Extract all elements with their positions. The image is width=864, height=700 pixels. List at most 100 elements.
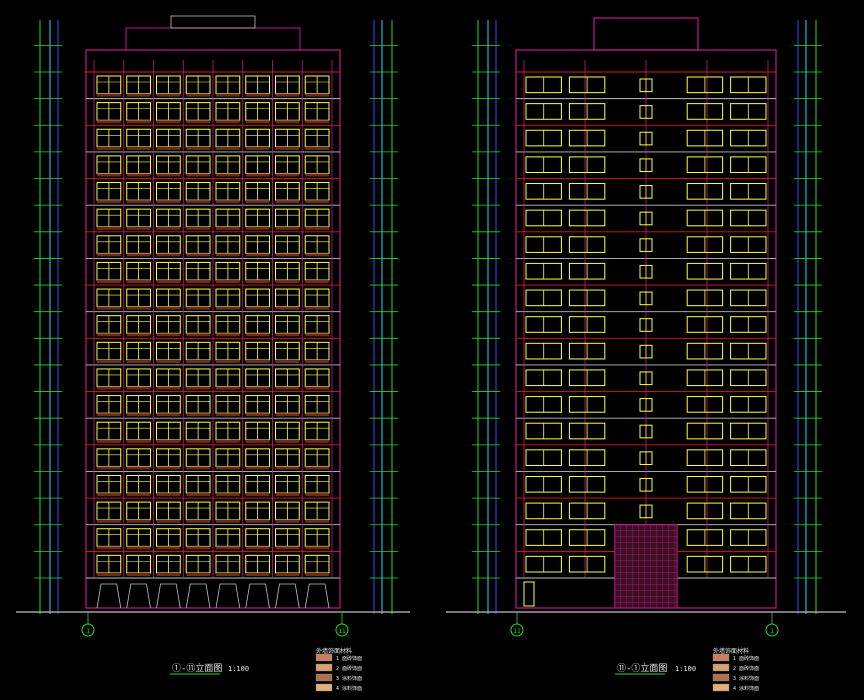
balcony-rail bbox=[156, 573, 181, 576]
balcony-rail bbox=[305, 280, 329, 284]
balcony-rail bbox=[245, 306, 270, 310]
balcony-rail bbox=[245, 146, 270, 150]
balcony-rail bbox=[275, 280, 300, 284]
ground-opening bbox=[304, 583, 330, 609]
balcony-rail bbox=[216, 493, 240, 497]
balcony-rail bbox=[156, 546, 181, 550]
balcony-rail bbox=[305, 573, 329, 576]
elevation-left-title: ①-⑪立面图 1:100 bbox=[170, 662, 249, 675]
balcony-rail bbox=[97, 573, 121, 576]
legend-label: 2 面砖饰面 bbox=[733, 665, 759, 672]
legend-swatch bbox=[315, 663, 333, 672]
elevation-right-scale: 1:100 bbox=[675, 665, 696, 673]
balcony-rail bbox=[186, 359, 210, 363]
balcony-rail bbox=[216, 173, 240, 177]
balcony-rail bbox=[275, 93, 300, 97]
balcony-rail bbox=[245, 413, 270, 417]
legend-label: 4 涂料饰面 bbox=[336, 685, 362, 692]
balcony-rail bbox=[97, 120, 121, 124]
balcony-rail bbox=[245, 93, 270, 97]
axis-bubble-left-label: 11 bbox=[513, 628, 521, 635]
balcony-rail bbox=[186, 226, 210, 230]
balcony-rail bbox=[245, 359, 270, 363]
ground-opening bbox=[96, 583, 122, 609]
ground-opening bbox=[156, 583, 181, 609]
balcony-rail bbox=[126, 519, 151, 523]
balcony-rail bbox=[186, 173, 210, 177]
balcony-rail bbox=[275, 546, 300, 550]
balcony-rail bbox=[126, 493, 151, 497]
axis-bubble-left bbox=[81, 623, 95, 637]
ground-opening bbox=[185, 583, 211, 609]
balcony-rail bbox=[305, 93, 329, 97]
axis-bubble-left bbox=[510, 623, 524, 637]
balcony-rail bbox=[156, 280, 181, 284]
balcony-rail bbox=[245, 333, 270, 337]
legend-swatch bbox=[315, 683, 333, 692]
balcony-rail bbox=[245, 573, 270, 576]
legend-label: 3 涂料饰面 bbox=[733, 675, 759, 682]
balcony-rail bbox=[275, 573, 300, 576]
balcony-rail bbox=[275, 413, 300, 417]
balcony-rail bbox=[275, 306, 300, 310]
legend-label: 2 面砖饰面 bbox=[336, 665, 362, 672]
balcony-rail bbox=[156, 306, 181, 310]
balcony-rail bbox=[156, 93, 181, 97]
balcony-rail bbox=[305, 439, 329, 443]
balcony-rail bbox=[186, 439, 210, 443]
balcony-rail bbox=[186, 146, 210, 150]
balcony-rail bbox=[305, 333, 329, 337]
balcony-rail bbox=[275, 466, 300, 470]
balcony-rail bbox=[97, 439, 121, 443]
balcony-rail bbox=[126, 173, 151, 177]
balcony-rail bbox=[275, 120, 300, 124]
legend-label: 4 涂料饰面 bbox=[733, 685, 759, 692]
balcony-rail bbox=[126, 253, 151, 257]
balcony-rail bbox=[156, 120, 181, 124]
balcony-rail bbox=[245, 493, 270, 497]
balcony-rail bbox=[305, 146, 329, 150]
balcony-rail bbox=[305, 359, 329, 363]
balcony-rail bbox=[275, 359, 300, 363]
balcony-rail bbox=[97, 466, 121, 470]
balcony-rail bbox=[305, 306, 329, 310]
balcony-rail bbox=[126, 439, 151, 443]
balcony-rail bbox=[216, 253, 240, 257]
balcony-rail bbox=[186, 306, 210, 310]
balcony-rail bbox=[156, 439, 181, 443]
elevation-right-title-text: ⑪-①立面图 bbox=[617, 662, 667, 674]
legend-label: 3 涂料饰面 bbox=[336, 675, 362, 682]
balcony-rail bbox=[245, 519, 270, 523]
elevation-right-title: ⑪-①立面图 1:100 bbox=[615, 662, 696, 675]
balcony-rail bbox=[275, 146, 300, 150]
balcony-rail bbox=[186, 333, 210, 337]
balcony-rail bbox=[186, 93, 210, 97]
balcony-rail bbox=[97, 493, 121, 497]
balcony-rail bbox=[305, 519, 329, 523]
balcony-rail bbox=[305, 226, 329, 230]
balcony-rail bbox=[216, 546, 240, 550]
balcony-rail bbox=[186, 573, 210, 576]
axis-bubble-right-label: 1 bbox=[770, 628, 774, 635]
balcony-rail bbox=[97, 146, 121, 150]
balcony-rail bbox=[97, 93, 121, 97]
ground-opening bbox=[215, 583, 241, 609]
balcony-rail bbox=[126, 226, 151, 230]
balcony-rail bbox=[156, 519, 181, 523]
balcony-rail bbox=[186, 280, 210, 284]
balcony-rail bbox=[126, 120, 151, 124]
balcony-rail bbox=[216, 466, 240, 470]
balcony-rail bbox=[275, 200, 300, 204]
balcony-rail bbox=[186, 413, 210, 417]
legend-swatch bbox=[315, 653, 333, 662]
balcony-rail bbox=[97, 519, 121, 523]
axis-bubble-right-label: 11 bbox=[338, 628, 346, 635]
balcony-rail bbox=[216, 333, 240, 337]
balcony-rail bbox=[97, 200, 121, 204]
balcony-rail bbox=[275, 253, 300, 257]
balcony-rail bbox=[186, 200, 210, 204]
balcony-rail bbox=[275, 333, 300, 337]
balcony-rail bbox=[305, 493, 329, 497]
balcony-rail bbox=[245, 280, 270, 284]
balcony-rail bbox=[305, 120, 329, 124]
